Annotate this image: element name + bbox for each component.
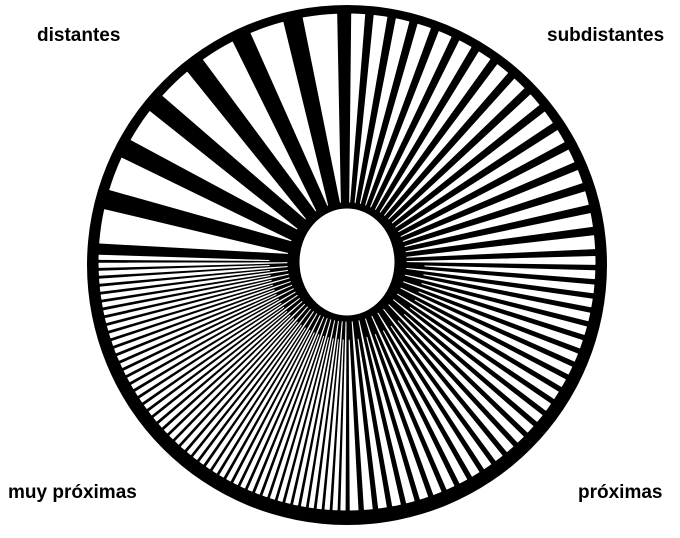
label-proximas: próximas [578,483,662,502]
label-distantes: distantes [37,26,120,45]
stipe-center [297,206,397,318]
label-muy-proximas: muy próximas [8,483,137,502]
label-subdistantes: subdistantes [547,26,664,45]
